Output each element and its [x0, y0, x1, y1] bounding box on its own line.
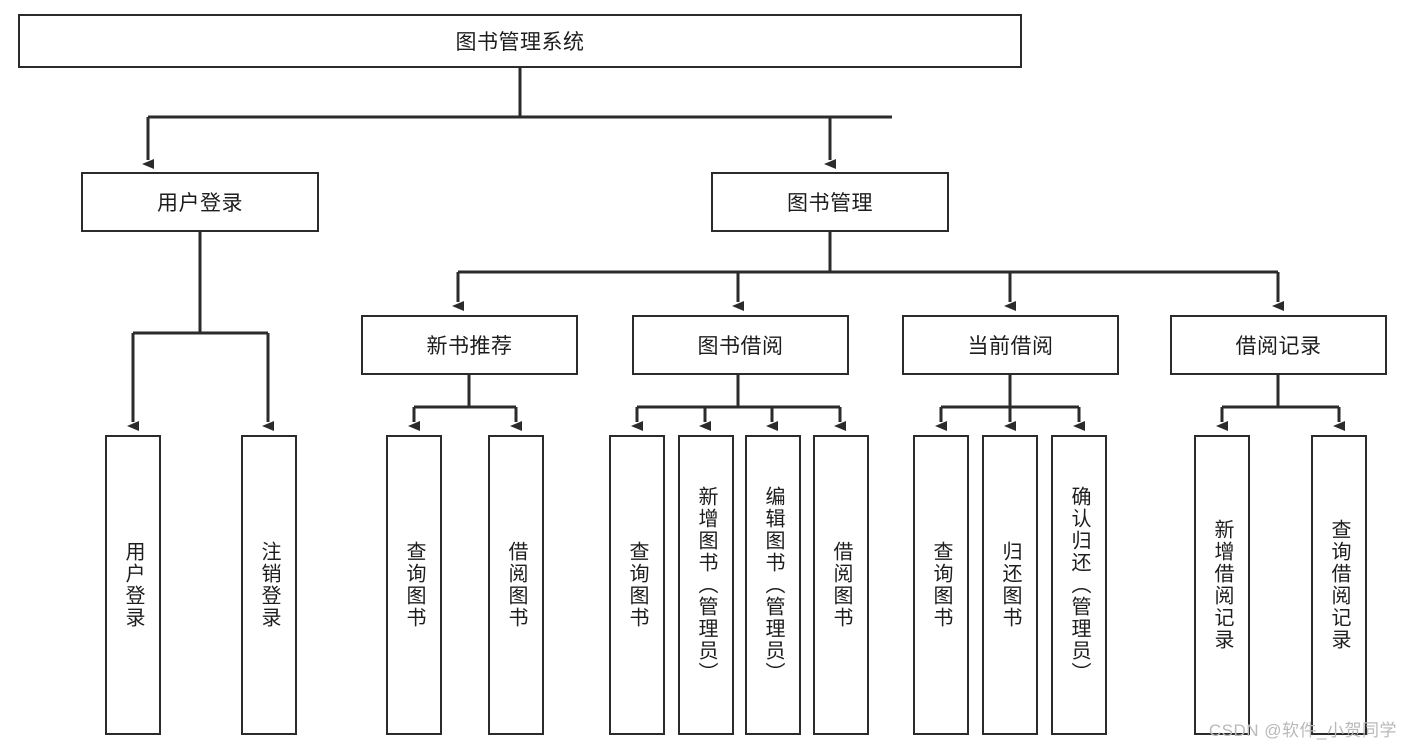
node-label: 当前借阅 — [967, 335, 1054, 358]
node-label: 新书推荐 — [426, 335, 513, 358]
node-label: 用户登录 — [122, 541, 144, 629]
node-label: 用户登录 — [157, 192, 243, 215]
node-label: 确认归还（管理员） — [1068, 486, 1090, 684]
node-label: 图书借阅 — [697, 335, 784, 358]
leaf-borrow-book-rec[interactable]: 借阅图书 — [488, 435, 544, 735]
node-label: 借阅图书 — [830, 541, 852, 629]
node-label: 借阅图书 — [505, 541, 527, 629]
leaf-logout[interactable]: 注销登录 — [241, 435, 297, 735]
node-borrow-record[interactable]: 借阅记录 — [1170, 315, 1387, 375]
node-label: 查询图书 — [626, 541, 648, 629]
node-label: 图书管理系统 — [455, 31, 585, 54]
watermark: CSDN @软件_小贺同学 — [1208, 721, 1397, 740]
leaf-borrow-book[interactable]: 借阅图书 — [813, 435, 869, 735]
node-label: 查询图书 — [403, 541, 425, 629]
node-label: 查询借阅记录 — [1328, 519, 1350, 651]
leaf-add-borrow-record[interactable]: 新增借阅记录 — [1194, 435, 1250, 735]
node-current-borrow[interactable]: 当前借阅 — [902, 315, 1119, 375]
node-root[interactable]: 图书管理系统 — [18, 14, 1022, 68]
leaf-confirm-return-admin[interactable]: 确认归还（管理员） — [1051, 435, 1107, 735]
node-label: 借阅记录 — [1235, 335, 1322, 358]
node-label: 编辑图书（管理员） — [762, 486, 784, 684]
leaf-query-book-rec[interactable]: 查询图书 — [386, 435, 442, 735]
node-label: 新增图书（管理员） — [695, 486, 717, 684]
node-label: 新增借阅记录 — [1211, 519, 1233, 651]
node-new-book-recommend[interactable]: 新书推荐 — [361, 315, 578, 375]
leaf-query-borrow-record[interactable]: 查询借阅记录 — [1311, 435, 1367, 735]
node-user-login[interactable]: 用户登录 — [81, 172, 319, 232]
leaf-query-book-borrow[interactable]: 查询图书 — [609, 435, 665, 735]
leaf-user-login[interactable]: 用户登录 — [105, 435, 161, 735]
node-label: 图书管理 — [787, 192, 873, 215]
node-book-management[interactable]: 图书管理 — [711, 172, 949, 232]
node-book-borrow[interactable]: 图书借阅 — [632, 315, 849, 375]
leaf-edit-book-admin[interactable]: 编辑图书（管理员） — [745, 435, 801, 735]
leaf-add-book-admin[interactable]: 新增图书（管理员） — [678, 435, 734, 735]
node-label: 归还图书 — [999, 541, 1021, 629]
node-label: 注销登录 — [258, 541, 280, 629]
leaf-return-book[interactable]: 归还图书 — [982, 435, 1038, 735]
node-label: 查询图书 — [930, 541, 952, 629]
leaf-query-book-current[interactable]: 查询图书 — [913, 435, 969, 735]
